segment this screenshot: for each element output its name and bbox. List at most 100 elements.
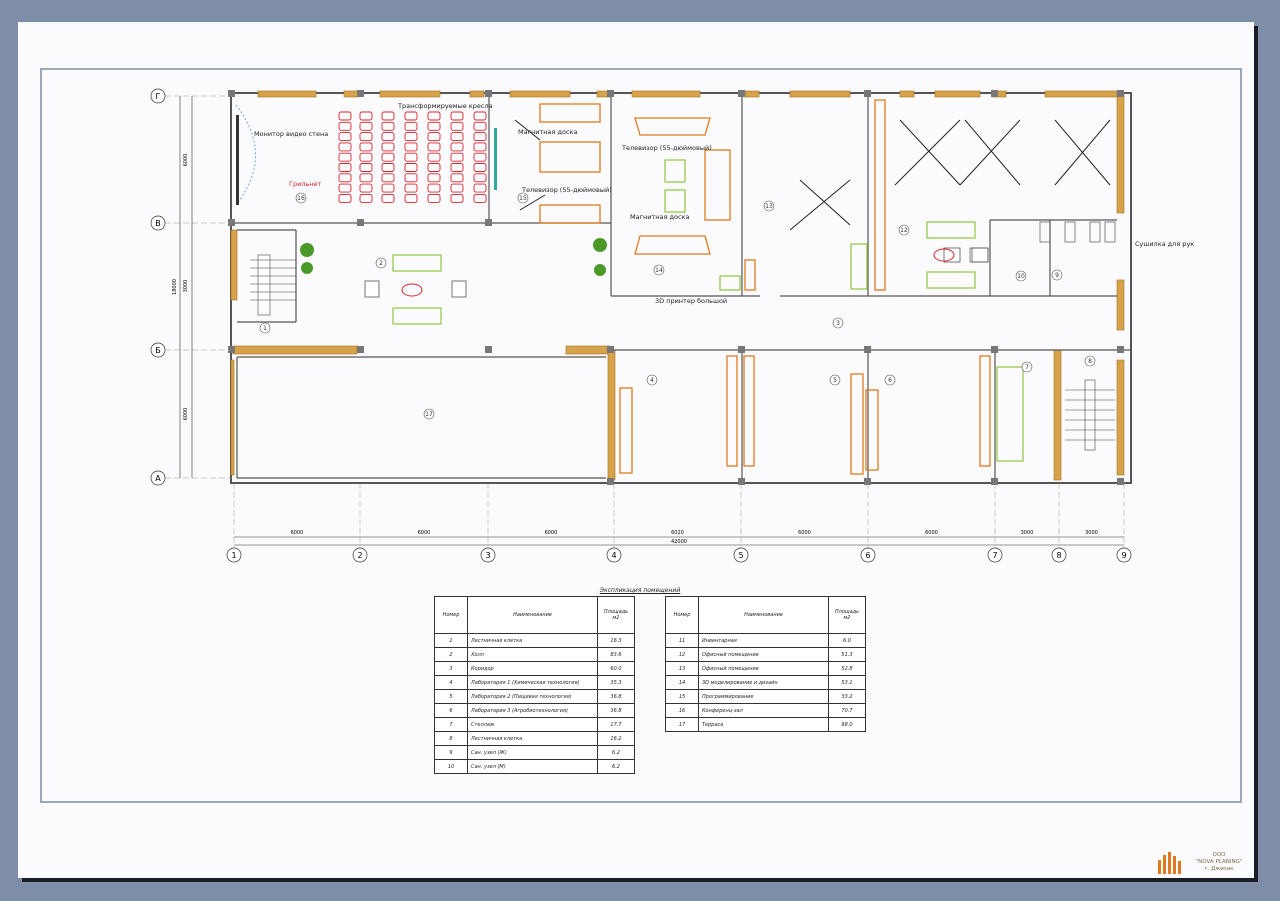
room-area-cell: 35.3	[597, 675, 635, 690]
seat	[359, 132, 373, 142]
seat	[359, 152, 373, 162]
seat	[450, 193, 464, 203]
room-name-cell: 3D моделирование и дизайн	[698, 675, 829, 690]
dimension-label: 6000	[291, 530, 304, 536]
room-area-cell: 36.8	[597, 703, 635, 718]
room-number: 15	[519, 195, 527, 202]
label-tv-1: Телевизор (55-дюймовый)	[621, 144, 712, 152]
axis-letter-label: Б	[155, 346, 161, 355]
room-number-cell: 16	[665, 703, 699, 718]
room-number: 7	[1025, 364, 1029, 371]
seat	[473, 121, 487, 131]
room-number-cell: 11	[665, 633, 699, 648]
room-number-cell: 1	[434, 633, 468, 648]
seat	[359, 142, 373, 152]
room-number-cell: 4	[434, 675, 468, 690]
room-number-cell: 6	[434, 703, 468, 718]
room-number-cell: 13	[665, 661, 699, 676]
room-number: 1	[263, 325, 267, 332]
seat	[381, 173, 395, 183]
seat	[427, 163, 441, 172]
room-name-cell: Холл	[467, 647, 598, 662]
seat	[381, 183, 395, 193]
seat	[450, 183, 464, 193]
logo-icon	[1158, 852, 1181, 874]
seat	[427, 173, 441, 183]
room-number: 10	[1017, 273, 1025, 280]
room-area-cell: 60.0	[597, 661, 635, 676]
axis-letter-label: А	[155, 474, 161, 483]
seat	[338, 193, 352, 203]
room-name-cell: Сан. узел (Ж)	[467, 745, 598, 760]
desks	[539, 99, 991, 475]
seat	[338, 163, 352, 172]
room-number: 9	[1055, 272, 1059, 279]
axis-number-label: 5	[738, 551, 743, 560]
room-name-cell: Коридор	[467, 661, 598, 676]
axis-letter-label: Г	[156, 92, 161, 101]
seat	[359, 121, 373, 131]
room-number: 2	[379, 260, 383, 267]
room-name-cell: Лаборатория 2 (Пищевая технология)	[467, 689, 598, 704]
seat	[427, 152, 441, 162]
dimension-total-vertical: 18000	[172, 279, 178, 295]
seat	[473, 111, 487, 121]
room-number: 6	[888, 377, 892, 384]
seat	[450, 152, 464, 162]
seat	[450, 121, 464, 131]
room-area-cell: 6.0	[828, 633, 866, 648]
seat	[450, 111, 464, 121]
room-area-cell: 17.7	[597, 717, 635, 732]
room-number-cell: 10	[434, 759, 468, 774]
seat	[381, 132, 395, 142]
logo-line2: "NOVA PLANING"	[1195, 859, 1243, 865]
conference-seats	[338, 111, 487, 203]
axis-number-label: 2	[357, 551, 362, 560]
seat	[338, 183, 352, 193]
seat	[338, 132, 352, 142]
room-number-cell: 8	[434, 731, 468, 746]
room-area-cell: 70.7	[828, 703, 866, 718]
seat	[404, 132, 418, 142]
room-number-cell: 17	[665, 717, 699, 732]
room-name-cell: Лестничная клетка	[467, 633, 598, 648]
dimension-label: 6000	[798, 530, 811, 536]
seat	[359, 111, 373, 121]
label-magnetic-board-2: Магнитная доска	[630, 213, 689, 221]
seat	[404, 193, 418, 203]
seat	[404, 183, 418, 193]
room-number: 3	[836, 320, 840, 327]
room-number-cell: 9	[434, 745, 468, 760]
dimension-label: 6000	[183, 154, 189, 167]
windows-top	[230, 90, 1125, 481]
office-desks	[514, 119, 1111, 231]
washroom	[969, 221, 1116, 263]
room-area-cell: 83.6	[597, 647, 635, 662]
plants	[300, 238, 607, 276]
drawing-frame	[40, 68, 1242, 803]
axis-number-label: 4	[611, 551, 616, 560]
dimension-label: 6000	[418, 530, 431, 536]
header-area: Площадь м2	[597, 596, 635, 634]
header-name: Наименование	[467, 596, 598, 634]
seat	[404, 173, 418, 183]
room-area-cell: 33.2	[828, 689, 866, 704]
axis-number-label: 1	[231, 551, 236, 560]
room-number-cell: 2	[434, 647, 468, 662]
label-transform-chairs: Трансформируемые кресла	[397, 102, 493, 110]
room-number-cell: 15	[665, 689, 699, 704]
label-monitor-wall: Монитор видео стена	[254, 130, 328, 138]
